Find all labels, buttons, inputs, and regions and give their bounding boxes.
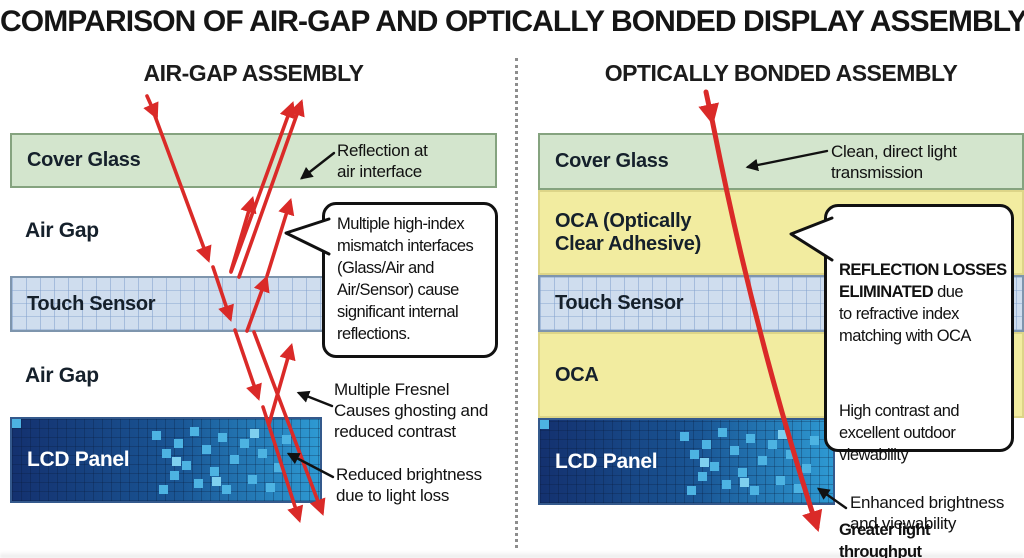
callout-text: REFLECTION LOSSES ELIMINATED due to refr… (839, 215, 1007, 558)
callout-text: Multiple high-index mismatch interfaces … (337, 215, 474, 343)
layer-label: Touch Sensor (27, 292, 156, 315)
callout-paragraph-2: High contrast and excellent outdoor view… (839, 402, 960, 464)
layer-label: Cover Glass (27, 149, 141, 172)
panel-divider (515, 58, 518, 548)
layer-label-air-gap-2: Air Gap (25, 364, 99, 387)
page-title: COMPARISON OF AIR-GAP AND OPTICALLY BOND… (0, 5, 1024, 38)
bottom-crop-artifact (0, 551, 1024, 558)
layer-label: LCD Panel (27, 448, 130, 472)
callout-paragraph-1: REFLECTION LOSSES ELIMINATED due to refr… (839, 261, 1007, 345)
layer-label: Touch Sensor (555, 292, 684, 315)
layer-label: Cover Glass (555, 150, 669, 173)
layer-lcd-panel-right: LCD Panel (538, 418, 835, 505)
annotation-multiple-fresnel: Multiple Fresnel Causes ghosting and red… (334, 380, 489, 441)
layer-label-air-gap-1: Air Gap (25, 219, 99, 242)
layer-label: OCA (Optically Clear Adhesive) (555, 210, 701, 255)
annotation-reflection-at-air-interface: Reflection at air interface (337, 141, 428, 181)
callout-reflection-losses-eliminated: REFLECTION LOSSES ELIMINATED due to refr… (824, 204, 1014, 558)
callout-paragraph-3: Greater light throughput (839, 521, 931, 558)
layer-label: OCA (555, 363, 599, 386)
annotation-enhanced-brightness: Enhanced brightness and viewability (850, 493, 1005, 533)
heading-air-gap-assembly: AIR-GAP ASSEMBLY (143, 60, 364, 86)
heading-optically-bonded-assembly: OPTICALLY BONDED ASSEMBLY (604, 60, 958, 86)
annotation-clean-direct-light: Clean, direct light transmission (831, 142, 957, 182)
layer-lcd-panel-left: LCD Panel (10, 417, 322, 503)
annotation-reduced-brightness: Reduced brightness due to light loss (336, 465, 482, 505)
callout-internal-reflections: Multiple high-index mismatch interfaces … (322, 202, 498, 358)
layer-label: LCD Panel (555, 449, 658, 473)
